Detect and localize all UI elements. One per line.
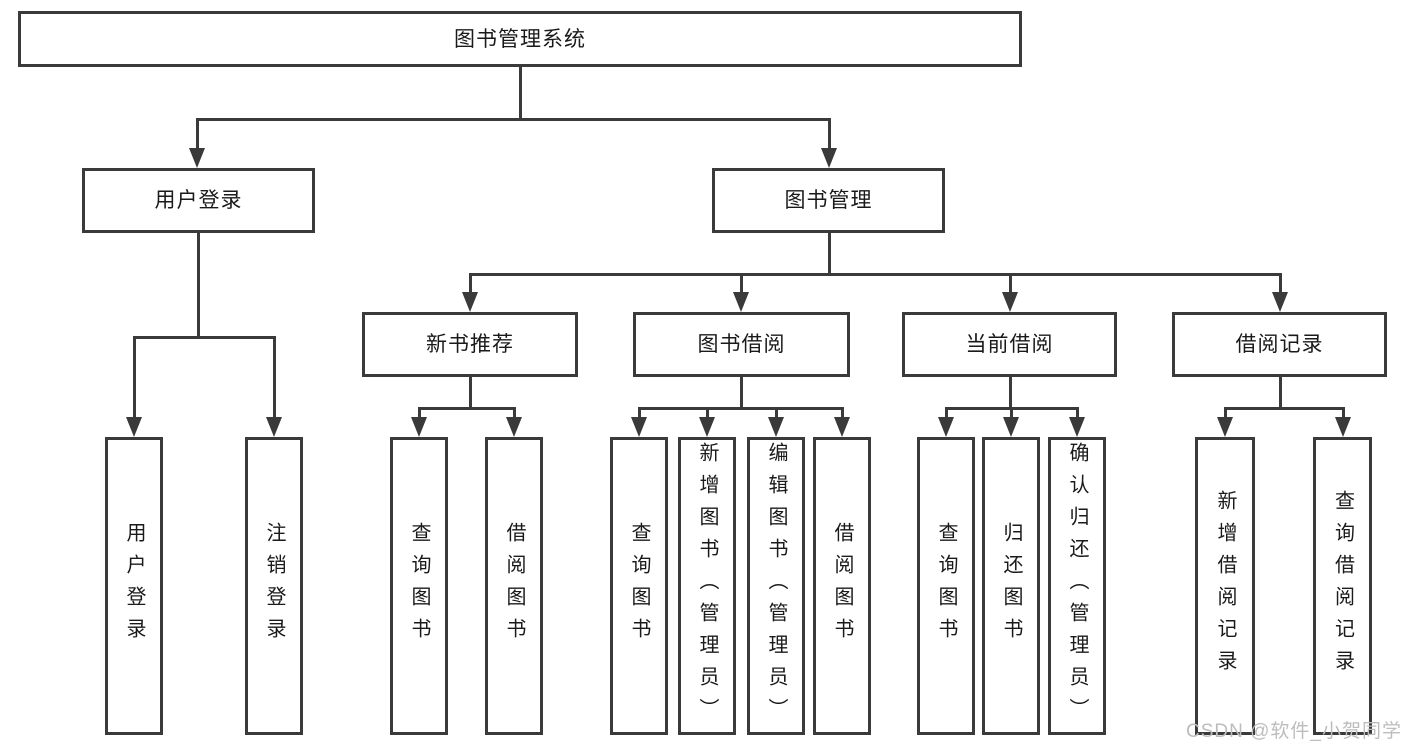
arrow-down-icon bbox=[1069, 417, 1085, 437]
connector-drop-line bbox=[1278, 273, 1282, 294]
connector-drop-line bbox=[774, 407, 778, 419]
connector-drop-line bbox=[417, 407, 421, 419]
leaf-query-borrow-record: 查询借阅记录 bbox=[1313, 437, 1372, 735]
arrow-down-icon bbox=[266, 417, 282, 437]
node-root-library-management-system: 图书管理系统 bbox=[18, 11, 1022, 67]
connector-bar bbox=[417, 407, 516, 410]
connector-drop-line bbox=[840, 407, 844, 419]
connector-drop-line bbox=[1075, 407, 1079, 419]
connector-drop-line bbox=[132, 336, 136, 419]
connector-drop-line bbox=[1341, 407, 1345, 419]
connector-bar bbox=[468, 273, 1282, 276]
connector-drop-line bbox=[1223, 407, 1227, 419]
connector-stem bbox=[739, 377, 743, 410]
node-book-borrowing: 图书借阅 bbox=[633, 312, 850, 377]
node-book-management: 图书管理 bbox=[712, 168, 945, 233]
arrow-down-icon bbox=[126, 417, 142, 437]
arrow-down-icon bbox=[938, 417, 954, 437]
csdn-watermark: CSDN @软件_小贺同学 bbox=[1186, 721, 1402, 742]
connector-stem bbox=[468, 377, 472, 410]
leaf-edit-books-admin: 编辑图书（管理员） bbox=[747, 437, 805, 735]
leaf-query-books-borrowing: 查询图书 bbox=[610, 437, 668, 735]
connector-bar bbox=[132, 336, 276, 339]
connector-stem bbox=[1278, 377, 1282, 410]
node-new-book-recommendation: 新书推荐 bbox=[362, 312, 578, 377]
connector-stem bbox=[196, 233, 200, 339]
connector-stem bbox=[827, 233, 831, 276]
connector-stem bbox=[518, 67, 522, 121]
node-user-login: 用户登录 bbox=[82, 168, 315, 233]
leaf-borrow-books-borrowing: 借阅图书 bbox=[813, 437, 871, 735]
connector-drop-line bbox=[944, 407, 948, 419]
connector-drop-line bbox=[637, 407, 641, 419]
connector-bar bbox=[637, 407, 844, 410]
node-borrowing-records: 借阅记录 bbox=[1172, 312, 1387, 377]
arrow-down-icon bbox=[768, 417, 784, 437]
arrow-down-icon bbox=[699, 417, 715, 437]
node-current-borrowing: 当前借阅 bbox=[902, 312, 1117, 377]
leaf-add-books-admin: 新增图书（管理员） bbox=[678, 437, 736, 735]
connector-drop-line bbox=[739, 273, 743, 294]
arrow-down-icon bbox=[1272, 292, 1288, 312]
leaf-borrow-books-recommend: 借阅图书 bbox=[485, 437, 543, 735]
arrow-down-icon bbox=[189, 148, 205, 168]
connector-drop-line bbox=[468, 273, 472, 294]
connector-bar bbox=[1223, 407, 1345, 410]
connector-drop-line bbox=[827, 118, 831, 150]
leaf-query-books-recommend: 查询图书 bbox=[390, 437, 448, 735]
connector-drop-line bbox=[705, 407, 709, 419]
arrow-down-icon bbox=[411, 417, 427, 437]
connector-drop-line bbox=[1008, 273, 1012, 294]
leaf-user-login: 用户登录 bbox=[105, 437, 163, 735]
connector-drop-line bbox=[1009, 407, 1013, 419]
arrow-down-icon bbox=[1002, 292, 1018, 312]
arrow-down-icon bbox=[462, 292, 478, 312]
arrow-down-icon bbox=[821, 148, 837, 168]
leaf-add-borrow-record: 新增借阅记录 bbox=[1195, 437, 1255, 735]
leaf-confirm-return-admin: 确认归还（管理员） bbox=[1048, 437, 1106, 735]
leaf-return-books: 归还图书 bbox=[982, 437, 1040, 735]
arrow-down-icon bbox=[631, 417, 647, 437]
connector-drop-line bbox=[512, 407, 516, 419]
connector-drop-line bbox=[195, 118, 199, 150]
leaf-query-books-current: 查询图书 bbox=[917, 437, 975, 735]
arrow-down-icon bbox=[1217, 417, 1233, 437]
arrow-down-icon bbox=[834, 417, 850, 437]
arrow-down-icon bbox=[506, 417, 522, 437]
connector-drop-line bbox=[272, 336, 276, 419]
arrow-down-icon bbox=[1003, 417, 1019, 437]
connector-stem bbox=[1008, 377, 1012, 410]
connector-bar bbox=[195, 118, 831, 121]
leaf-logout: 注销登录 bbox=[245, 437, 303, 735]
arrow-down-icon bbox=[733, 292, 749, 312]
arrow-down-icon bbox=[1335, 417, 1351, 437]
